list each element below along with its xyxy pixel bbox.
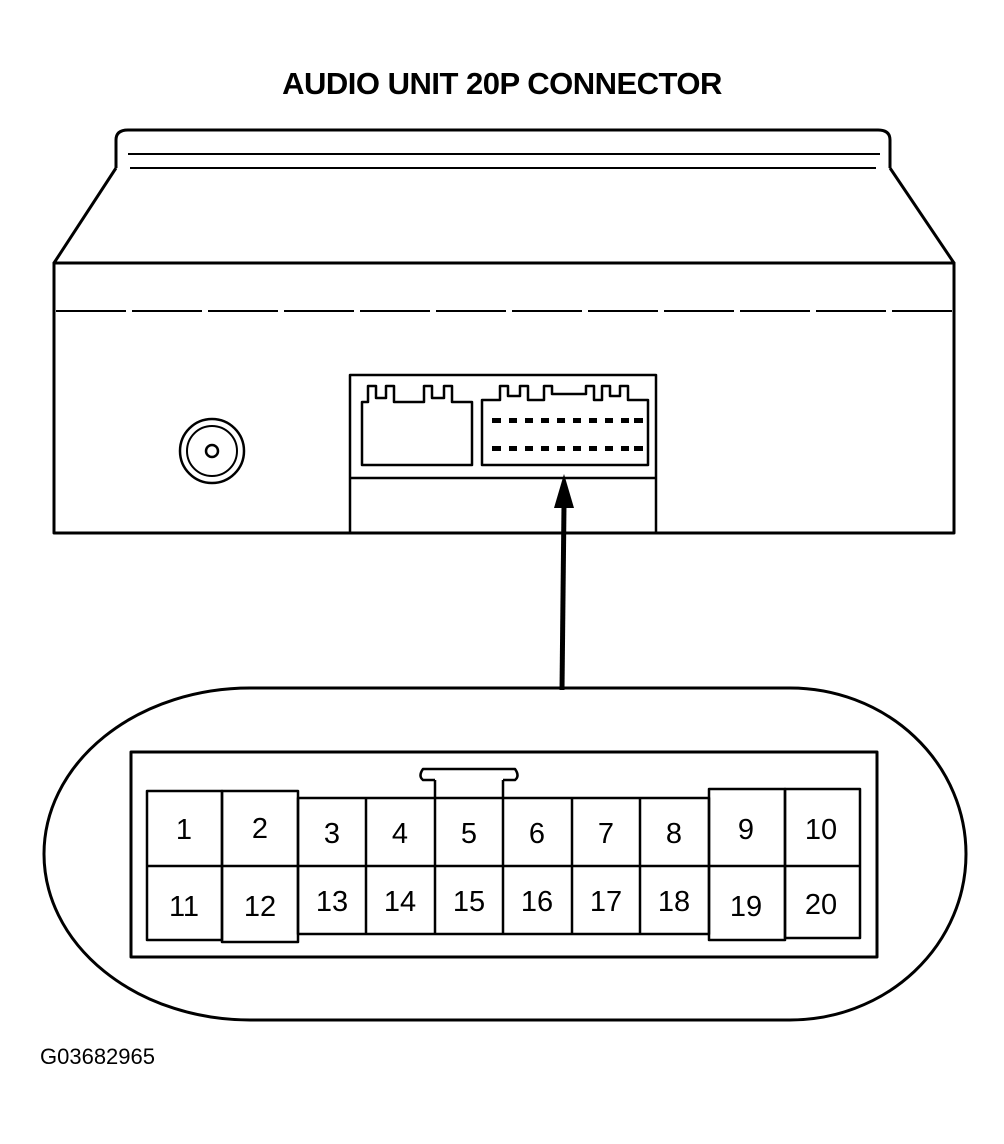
pointer-arrow-head <box>554 474 574 508</box>
pin-label: 18 <box>658 886 690 918</box>
pointer-arrow <box>554 474 574 691</box>
pin-label: 9 <box>738 814 754 846</box>
pin-label: 13 <box>316 886 348 918</box>
pin-label: 4 <box>392 818 408 850</box>
pin-label: 12 <box>244 891 276 923</box>
pin-label: 15 <box>453 886 485 918</box>
pin-label: 10 <box>805 814 837 846</box>
connector-lock-tab <box>419 767 519 782</box>
pin-label: 11 <box>169 891 199 923</box>
pin-label: 5 <box>461 818 477 850</box>
pin-label: 17 <box>590 886 622 918</box>
connector-outer-frame <box>129 750 879 959</box>
socket-housing-frame <box>348 373 658 535</box>
pin-label: 7 <box>598 818 614 850</box>
pin-label: 3 <box>324 818 340 850</box>
pin-cells <box>145 780 862 944</box>
pin-labels-bottom-row: 11 12 13 14 15 16 17 18 19 20 <box>169 886 837 923</box>
pin-label: 16 <box>521 886 553 918</box>
housing-top-lid <box>114 128 892 168</box>
connector-face <box>129 750 879 959</box>
pin-label: 1 <box>176 814 192 846</box>
pin-label: 19 <box>730 891 762 923</box>
diagram-title: AUDIO UNIT 20P CONNECTOR <box>282 66 722 101</box>
audio-20p-socket-outline <box>480 384 650 467</box>
socket-pin-holes <box>492 418 643 451</box>
antenna-jack-pin <box>204 443 220 459</box>
small-socket-outline <box>360 384 474 467</box>
antenna-jack-outer-ring <box>178 417 246 485</box>
figure-id-label: G03682965 <box>40 1044 155 1069</box>
housing-top-face <box>52 167 956 265</box>
pin-label: 14 <box>384 886 416 918</box>
pin-label: 20 <box>805 889 837 921</box>
pin-labels-top-row: 1 2 3 4 5 6 7 8 9 10 <box>176 813 837 850</box>
housing-front-panel <box>52 261 956 535</box>
pin-label: 8 <box>666 818 682 850</box>
antenna-jack-inner-ring <box>186 425 238 477</box>
pin-label: 6 <box>529 818 545 850</box>
pin-label: 2 <box>252 813 268 845</box>
unit-connector-socket-area <box>348 373 658 535</box>
antenna-jack <box>178 417 246 485</box>
pointer-arrow-shaft <box>559 504 567 691</box>
magnified-callout-outline <box>42 686 968 1022</box>
audio-unit-housing <box>52 128 956 535</box>
